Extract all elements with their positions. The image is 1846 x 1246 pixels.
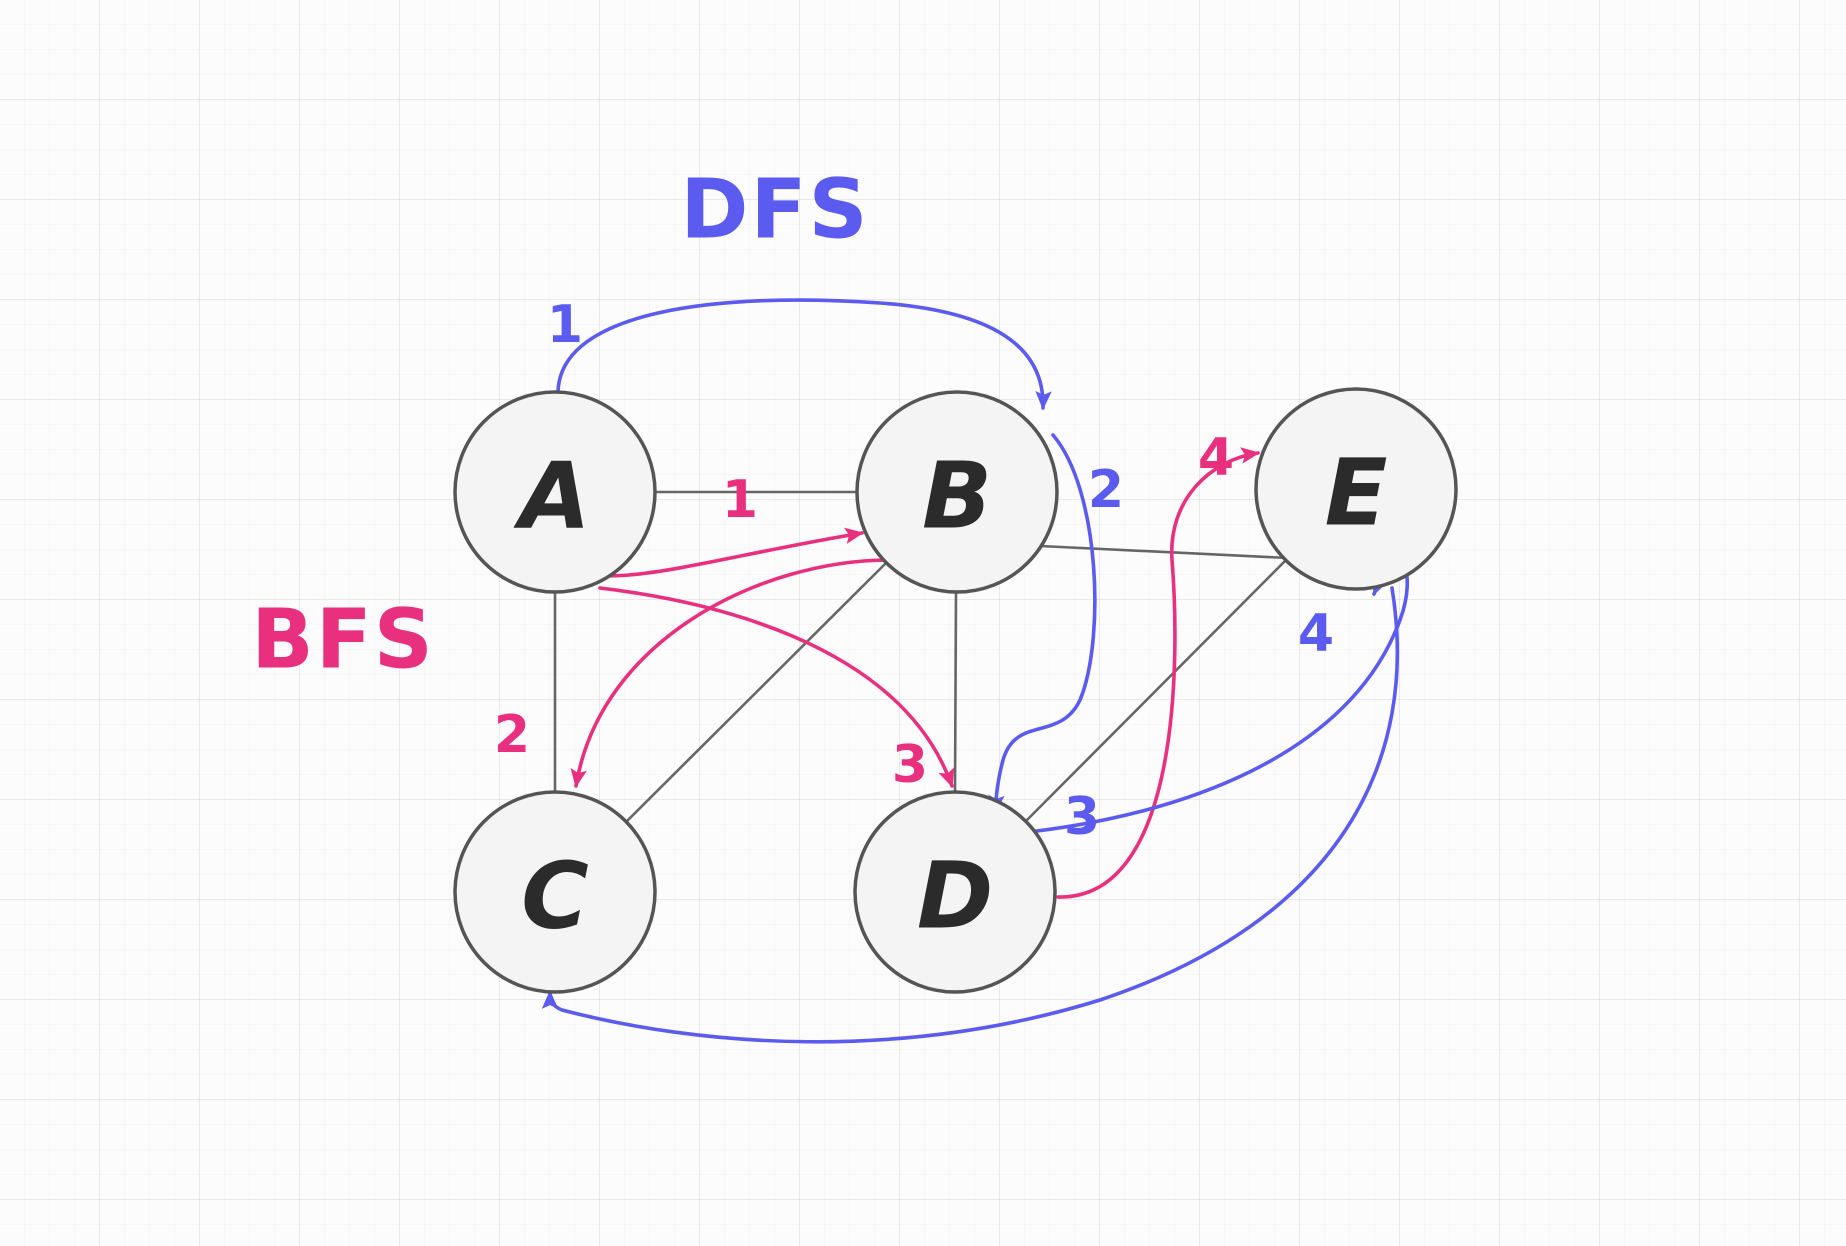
node-b-circle[interactable] <box>855 390 1059 594</box>
node-a-label: A <box>513 443 590 550</box>
node-b[interactable]: B <box>855 390 1059 594</box>
edge-b-c <box>625 562 887 823</box>
dfs-title: DFS <box>680 163 869 258</box>
node-e-label: E <box>1325 440 1388 547</box>
bfs-step-4-path-d-to-e <box>1056 447 1260 899</box>
bfs-step-labels: 1 2 3 4 <box>494 428 1234 795</box>
bfs-title: BFS <box>251 593 435 688</box>
edge-b-d <box>953 591 958 793</box>
node-e-circle[interactable] <box>1254 387 1458 591</box>
bfs-step-1-number: 1 <box>722 470 758 530</box>
graph-nodes: A B E C D <box>453 387 1458 994</box>
graph-edges <box>553 490 1289 824</box>
bfs-step-3-path-c-to-d <box>598 586 955 788</box>
node-a[interactable]: A <box>453 390 657 594</box>
node-c-circle[interactable] <box>453 790 657 994</box>
node-d[interactable]: D <box>853 790 1057 994</box>
node-d-label: D <box>917 843 993 950</box>
dfs-step-1-number: 1 <box>547 295 583 355</box>
bfs-step-4-number: 4 <box>1198 428 1234 488</box>
edge-e-d <box>1023 557 1289 824</box>
dfs-step-3-number: 3 <box>1064 787 1100 847</box>
dfs-step-4-path-e-to-c <box>541 586 1400 1044</box>
node-d-circle[interactable] <box>853 790 1057 994</box>
dfs-step-1-path-a-to-b <box>556 298 1052 410</box>
dfs-step-2-number: 2 <box>1088 460 1124 520</box>
node-a-circle[interactable] <box>453 390 657 594</box>
bfs-step-3-number: 3 <box>892 735 928 795</box>
node-e[interactable]: E <box>1254 387 1458 591</box>
dfs-step-2-path-b-to-d <box>988 433 1097 814</box>
bfs-step-2-path-b-to-c <box>570 558 892 788</box>
node-c[interactable]: C <box>453 790 657 994</box>
node-b-label: B <box>922 443 992 550</box>
dfs-step-4-number: 4 <box>1298 604 1334 664</box>
dfs-step-labels: 1 2 3 4 <box>547 295 1334 847</box>
bfs-step-2-number: 2 <box>494 705 530 765</box>
edge-b-e <box>1039 544 1289 560</box>
node-c-label: C <box>521 843 589 950</box>
